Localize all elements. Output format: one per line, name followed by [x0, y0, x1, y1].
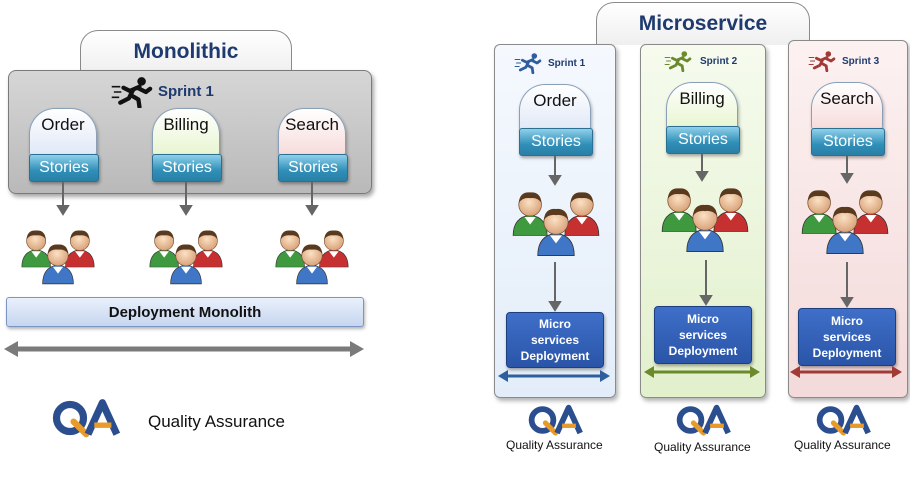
deploy-line: Deployment [520, 349, 590, 363]
stories-label: Stories [288, 159, 338, 176]
module-label: Billing [163, 115, 209, 134]
sprint-label: Sprint 1 [548, 58, 586, 69]
team-icon [800, 176, 890, 258]
qa-label: Quality Assurance [506, 438, 603, 452]
deploy-line: Micro [538, 317, 571, 331]
deploy-line: Micro [830, 314, 863, 328]
team-icon [511, 178, 601, 260]
runner-icon [808, 50, 836, 72]
team-icon [20, 217, 96, 289]
qa-logo-icon [528, 404, 586, 436]
module-label: Billing [679, 89, 725, 108]
module-search: Search [278, 108, 346, 156]
microservice-title-tab: Microservice [596, 2, 810, 45]
monolithic-title: Monolithic [133, 40, 239, 63]
deploy-line: Deployment [668, 344, 738, 358]
stories-label: Stories [823, 133, 873, 150]
monolithic-title-tab: Monolithic [80, 30, 292, 73]
sprint-label: Sprint 2 [700, 56, 738, 67]
deployment-monolith-label: Deployment Monolith [108, 303, 262, 321]
module-label: Search [285, 115, 339, 134]
column-double-arrow [644, 366, 760, 378]
module-billing: Billing [666, 82, 738, 130]
column-double-arrow [790, 366, 902, 378]
monolithic-double-arrow [4, 341, 364, 357]
team-icon [148, 217, 224, 289]
module-order: Order [29, 108, 97, 156]
qa-logo-icon [52, 398, 124, 438]
stories-box: Stories [278, 154, 348, 182]
microservices-deployment-box: Micro services Deployment [506, 312, 604, 368]
qa-label: Quality Assurance [654, 440, 751, 454]
microservices-deployment-box: Micro services Deployment [654, 306, 752, 364]
stories-box: Stories [519, 128, 593, 156]
deploy-line: services [822, 330, 872, 344]
qa-logo-icon [816, 404, 874, 436]
microservices-deployment-box: Micro services Deployment [798, 308, 896, 366]
qa-logo-icon [676, 404, 734, 436]
qa-label: Quality Assurance [148, 412, 286, 431]
runner-icon [110, 76, 154, 108]
deployment-monolith-bar: Deployment Monolith [6, 297, 364, 327]
monolithic-sprint-label: Sprint 1 [158, 83, 214, 100]
module-billing: Billing [152, 108, 220, 156]
stories-label: Stories [531, 133, 581, 150]
stories-box: Stories [29, 154, 99, 182]
runner-icon [664, 50, 692, 72]
module-search: Search [811, 82, 883, 130]
team-icon [660, 174, 750, 256]
module-label: Order [41, 115, 85, 134]
module-order: Order [519, 84, 591, 132]
stories-label: Stories [678, 131, 728, 148]
deploy-line: Deployment [812, 346, 882, 360]
stories-box: Stories [811, 128, 885, 156]
deploy-line: services [678, 328, 728, 342]
module-label: Search [820, 89, 874, 108]
team-icon [274, 217, 350, 289]
qa-label: Quality Assurance [794, 438, 891, 452]
stories-label: Stories [39, 159, 89, 176]
stories-label: Stories [162, 159, 212, 176]
deploy-line: Micro [686, 312, 719, 326]
deploy-line: services [530, 333, 580, 347]
runner-icon [514, 52, 542, 74]
sprint-label: Sprint 3 [842, 56, 880, 67]
stories-box: Stories [666, 126, 740, 154]
stories-box: Stories [152, 154, 222, 182]
column-double-arrow [498, 370, 610, 382]
microservice-title: Microservice [638, 12, 768, 35]
module-label: Order [533, 91, 577, 110]
